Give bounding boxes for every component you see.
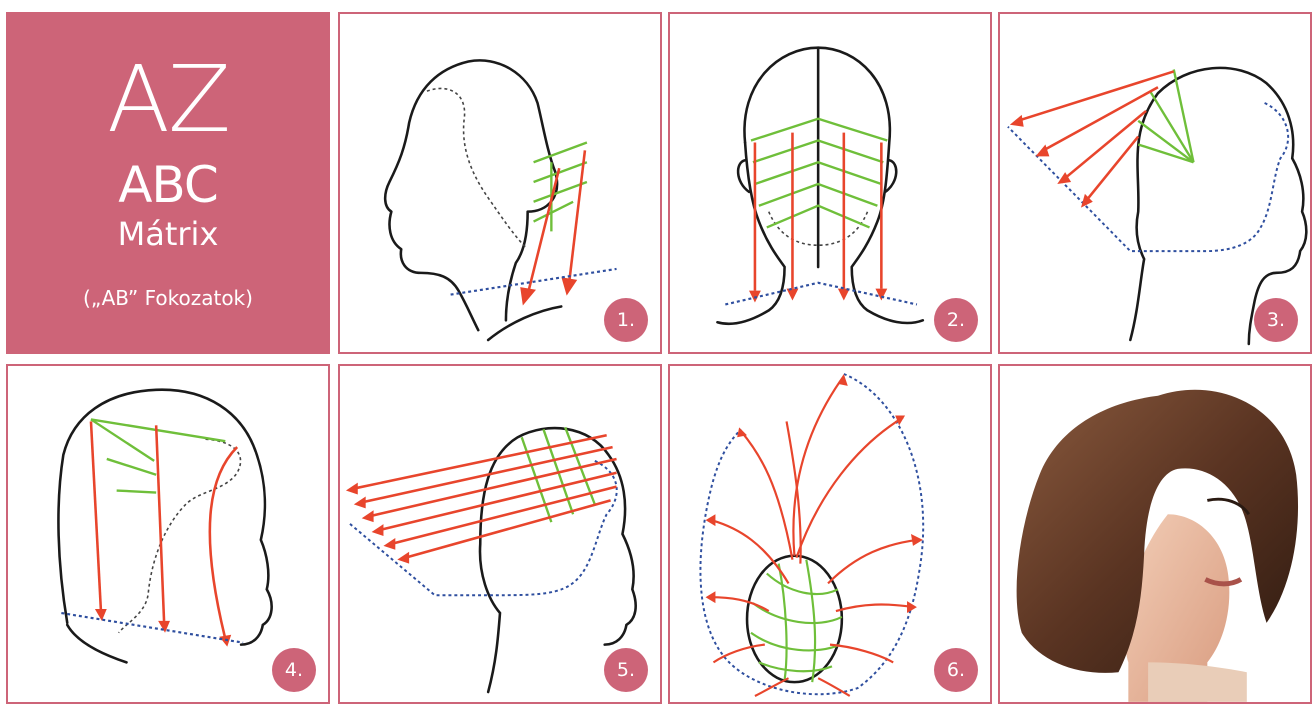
finished-bob-haircut-photo-icon (1000, 366, 1310, 702)
step-number-badge: 4. (272, 648, 316, 692)
step-2-diagram: 2. (668, 12, 992, 354)
step-4-diagram: 4. (6, 364, 330, 704)
step-number-badge: 3. (1254, 298, 1298, 342)
step-3-diagram: 3. (998, 12, 1312, 354)
step-number-badge: 5. (604, 648, 648, 692)
title-abc: ABC (6, 160, 330, 210)
finished-look-photo (998, 364, 1312, 704)
title-az: AZ (6, 54, 330, 146)
title-matrix: Mátrix (6, 218, 330, 250)
step-number-badge: 2. (934, 298, 978, 342)
step-number-badge: 6. (934, 648, 978, 692)
title-subtitle: („AB” Fokozatok) (6, 288, 330, 308)
step-number-badge: 1. (604, 298, 648, 342)
step-6-diagram: 6. (668, 364, 992, 704)
title-block: AZ ABC Mátrix („AB” Fokozatok) (6, 12, 330, 354)
step-1-diagram: 1. (338, 12, 662, 354)
step-5-diagram: 5. (338, 364, 662, 704)
